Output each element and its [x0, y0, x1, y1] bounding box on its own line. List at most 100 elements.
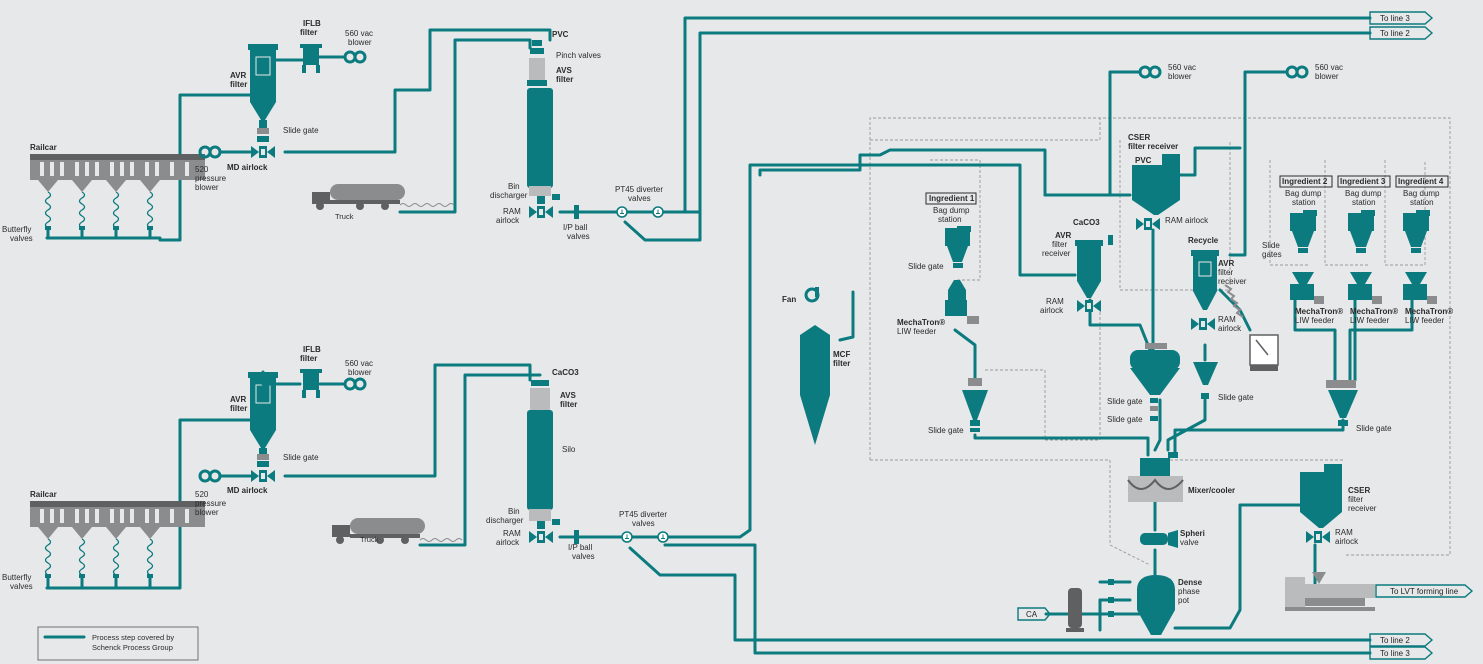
bottom-avs-label-2: filter	[560, 400, 577, 409]
mix-ram-recycle-icon	[1191, 318, 1215, 330]
top-ip-label-1: I/P ball	[563, 223, 588, 232]
top-iflb-label-1: IFLB	[303, 19, 321, 28]
bottom-md-airlock-icon	[251, 470, 275, 482]
top-pt45-label-2: valves	[628, 194, 651, 203]
ing3-mechatron-label-1: MechaTron®	[1350, 307, 1398, 316]
slide-gate-left-label: Slide gate	[928, 426, 964, 435]
ram-caco3-label-1: RAM	[1046, 297, 1064, 306]
top-pressure-blower-icon	[198, 145, 222, 159]
process-pipes	[45, 16, 1414, 655]
bottom-bin-label-1: Bin	[508, 507, 520, 516]
ing1-bag-dump-label-2: station	[938, 215, 962, 224]
ingredient1-box	[925, 192, 977, 205]
top-avs-label-2: filter	[556, 75, 573, 84]
to-line3-top-label: To line 3	[1380, 14, 1410, 23]
destination-arrows	[1017, 11, 1474, 660]
mcf-filter	[800, 325, 830, 445]
top-pressure-blower-label-3: blower	[195, 183, 219, 192]
bottom-avs-label-1: AVS	[560, 391, 577, 400]
top-pressure-blower-label-2: pressure	[195, 174, 227, 183]
top-iflb-filter	[300, 44, 322, 73]
bottom-avr-label-1: AVR	[230, 395, 247, 404]
left-weigh-hopper	[962, 378, 988, 432]
top-pressure-blower-label-1: 520	[195, 165, 209, 174]
ing4-mechatron-label-1: MechaTron®	[1405, 307, 1453, 316]
ing1-mechatron-feeder	[945, 280, 979, 324]
bottom-pressure-blower-label-1: 520	[195, 490, 209, 499]
mix-vac-a-label-1: 560 vac	[1168, 63, 1196, 72]
top-avr-label-2: filter	[230, 80, 247, 89]
top-avr-filter	[248, 44, 278, 134]
ing4-bag-dump-label-1: Bag dump	[1403, 189, 1440, 198]
mixer-label: Mixer/cooler	[1188, 486, 1235, 495]
bottom-material-label: CaCO3	[552, 368, 579, 377]
bottom-railcar-label: Railcar	[30, 490, 57, 499]
bottom-vac-blower-icon	[343, 377, 367, 391]
top-truck-label: Truck	[335, 212, 354, 221]
bottom-ip-ball-valve-icon	[574, 530, 579, 544]
top-md-airlock-icon	[251, 146, 275, 158]
ingredient3-label: Ingredient 3	[1340, 177, 1386, 186]
to-line2-top-label: To line 2	[1380, 29, 1410, 38]
bottom-iflb-label-2: filter	[300, 354, 317, 363]
ing4-bag-dump-label-2: station	[1410, 198, 1434, 207]
top-railcar-label: Railcar	[30, 143, 57, 152]
ing2-mechatron-label-1: MechaTron®	[1295, 307, 1343, 316]
mixer-cooler	[1127, 452, 1184, 502]
ing2-mechatron-label-2: LIW feeder	[1295, 316, 1334, 325]
fan-label: Fan	[782, 295, 796, 304]
ca-label: CA	[1026, 610, 1038, 619]
top-avs-label-1: AVS	[556, 66, 573, 75]
bottom-md-airlock-label: MD airlock	[227, 486, 268, 495]
ingredient4-box	[1395, 175, 1449, 188]
dense-label-2: phase	[1178, 587, 1200, 596]
spheri-label-1: Spheri	[1180, 529, 1205, 538]
top-slide-gate-icon	[257, 136, 269, 142]
cser-top-label-1: CSER	[1128, 133, 1150, 142]
top-bin-label-1: Bin	[508, 182, 520, 191]
top-iflb-label-2: filter	[300, 28, 317, 37]
ram-bottom-label-2: airlock	[1335, 537, 1359, 546]
top-slide-gate-label: Slide gate	[283, 126, 319, 135]
cser-bottom-receiver	[1300, 464, 1342, 528]
mix-ram-caco3-icon	[1077, 300, 1101, 312]
ingredient1-label: Ingredient 1	[929, 194, 975, 203]
bottom-pt45-label-1: PT45 diverter	[619, 510, 667, 519]
mix-ram-airlock-top-label: RAM airlock	[1165, 216, 1209, 225]
bottom-ip-label-2: valves	[572, 552, 595, 561]
bottom-iflb-label-1: IFLB	[303, 345, 321, 354]
ing3-bag-dump-label-2: station	[1352, 198, 1376, 207]
top-pt45-valve-a-icon	[616, 206, 628, 218]
ing1-mechatron-label-1: MechaTron®	[897, 318, 945, 327]
ing3-mechatron-label-2: LIW feeder	[1350, 316, 1389, 325]
right-weigh-hopper	[1326, 380, 1358, 426]
top-vac-blower-icon	[343, 50, 367, 64]
ing1-mechatron-label-2: LIW feeder	[897, 327, 936, 336]
ing3-bag-dump-label-1: Bag dump	[1345, 189, 1382, 198]
top-bin-silo	[527, 40, 560, 204]
top-ram-label-1: RAM	[503, 207, 521, 216]
top-pt45-label-1: PT45 diverter	[615, 185, 663, 194]
ing4-mechatron-label-2: LIW feeder	[1405, 316, 1444, 325]
bottom-vac-label-2: blower	[348, 368, 372, 377]
to-lvt-label: To LVT forming line	[1390, 587, 1459, 596]
top-railcar	[30, 154, 205, 240]
mix-vac-blower-a-icon	[1138, 65, 1162, 79]
ing1-bag-dump-label-1: Bag dump	[933, 206, 970, 215]
top-bin-label-2: discharger	[490, 191, 528, 200]
bottom-butterfly-label-1: Butterfly	[2, 573, 31, 582]
bottom-silo-label: Silo	[562, 445, 576, 454]
top-butterfly-label-2: valves	[10, 234, 33, 243]
ram-recycle-label-1: RAM	[1218, 315, 1236, 324]
bottom-truck-label: Truck	[360, 535, 379, 544]
cser-bottom-ram-icon	[1306, 531, 1330, 543]
bottom-slide-gate-label: Slide gate	[283, 453, 319, 462]
ing1-slide-gate-label: Slide gate	[908, 262, 944, 271]
top-avr-label-1: AVR	[230, 71, 247, 80]
bottom-truck	[332, 518, 463, 544]
ingredient3-station	[1348, 210, 1382, 304]
spheri-label-2: valve	[1180, 538, 1199, 547]
avr-caco3-label-2: filter	[1052, 240, 1067, 249]
bottom-pressure-blower-icon	[198, 469, 222, 483]
